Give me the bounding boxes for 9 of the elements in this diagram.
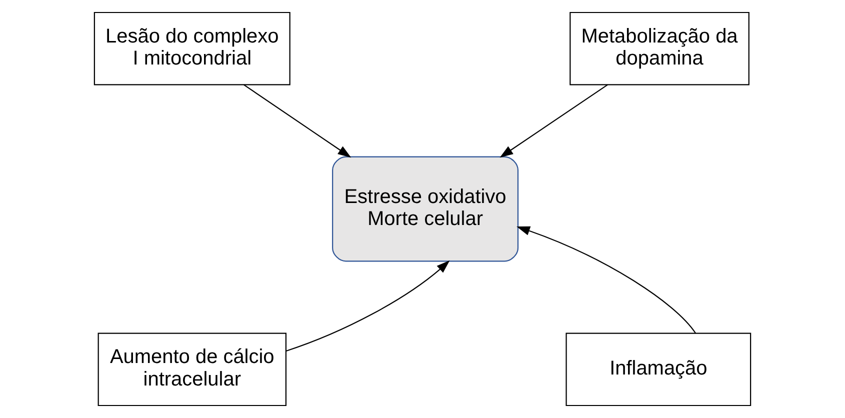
node-box: Estresse oxidativo Morte celular xyxy=(332,156,519,262)
node-box: Inflamação xyxy=(566,332,752,406)
arrow xyxy=(500,84,608,158)
arrow xyxy=(516,226,696,334)
node-box: Metabolização da dopamina xyxy=(570,12,750,86)
arrow xyxy=(286,260,450,352)
node-box: Lesão do complexo I mitocondrial xyxy=(94,12,290,86)
arrow xyxy=(244,84,352,158)
node-box: Aumento de cálcio intracelular xyxy=(98,332,286,406)
